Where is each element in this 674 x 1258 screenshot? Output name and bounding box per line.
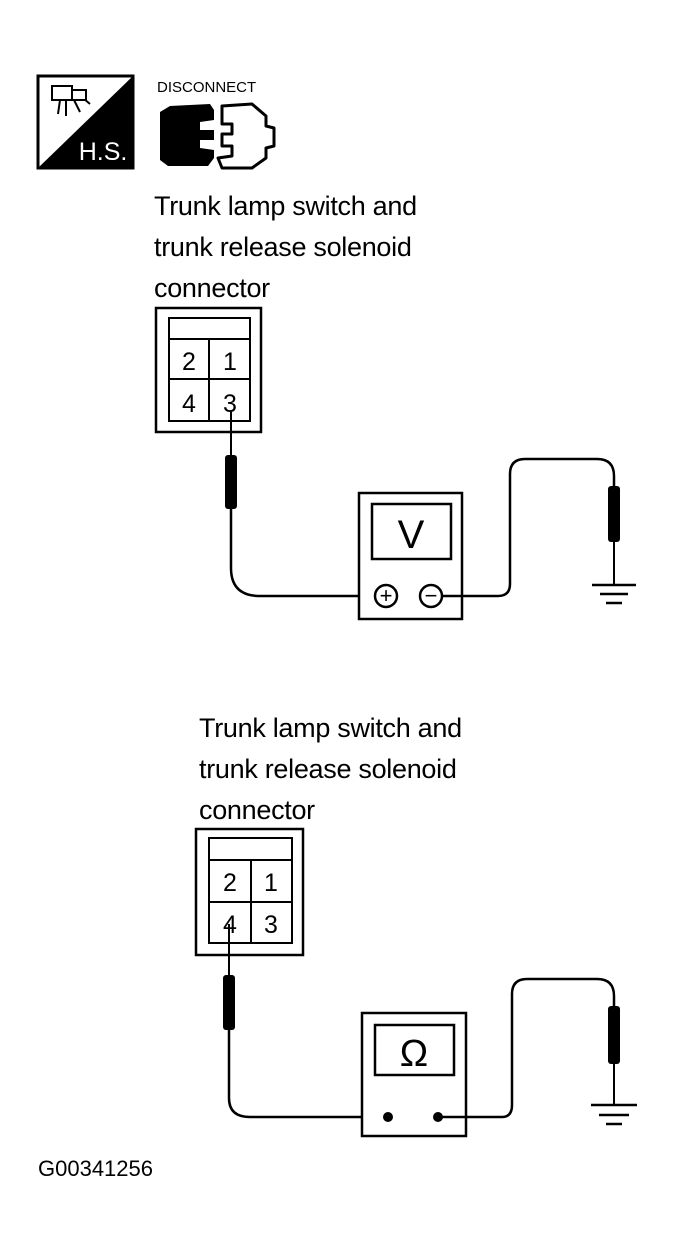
- hs-icon: H.S.: [36, 74, 135, 170]
- negative-terminal: −: [418, 583, 444, 609]
- ohmmeter-symbol: Ω: [400, 1033, 428, 1075]
- bottom-label-line-1: Trunk lamp switch and: [199, 713, 462, 743]
- ohmmeter: Ω: [360, 1011, 468, 1138]
- top-pin-1: 1: [223, 348, 237, 376]
- bottom-ground-symbol: [591, 1103, 637, 1126]
- disconnect-icon: DISCONNECT: [157, 79, 276, 170]
- top-label-line-1: Trunk lamp switch and: [154, 191, 417, 221]
- top-label-line-3: connector: [154, 273, 270, 303]
- top-negative-lead: [442, 457, 620, 598]
- voltmeter: V + −: [357, 491, 464, 621]
- bottom-probe: [223, 924, 386, 1119]
- bottom-pin-4: 4: [223, 911, 237, 939]
- figure-code: G00341256: [38, 1156, 153, 1181]
- positive-terminal: +: [373, 583, 399, 609]
- top-connector-label: Trunk lamp switch and trunk release sole…: [154, 186, 417, 309]
- plus-sign: +: [380, 583, 393, 608]
- top-pin-4: 4: [182, 390, 196, 418]
- bottom-label-line-3: connector: [199, 795, 315, 825]
- bottom-pin-2: 2: [223, 869, 237, 897]
- top-pin-2: 2: [182, 348, 196, 376]
- bottom-ground-lead: [438, 977, 620, 1119]
- ohmmeter-terminal-left: [383, 1112, 393, 1122]
- voltmeter-symbol: V: [398, 513, 425, 557]
- bottom-connector: 2 1 4 3: [194, 827, 305, 957]
- top-pin-3: 3: [223, 390, 237, 418]
- hs-label: H.S.: [79, 138, 128, 166]
- bottom-connector-label: Trunk lamp switch and trunk release sole…: [199, 708, 462, 831]
- minus-sign: −: [425, 583, 438, 608]
- top-ground-symbol: [592, 583, 636, 605]
- bottom-label-line-2: trunk release solenoid: [199, 754, 457, 784]
- top-positive-probe: [225, 412, 373, 598]
- hand-tool-icon: [51, 85, 91, 116]
- bottom-pin-1: 1: [264, 869, 278, 897]
- top-connector: 2 1 4 3: [154, 306, 263, 434]
- bottom-pin-3: 3: [264, 911, 278, 939]
- top-label-line-2: trunk release solenoid: [154, 232, 412, 262]
- disconnect-label: DISCONNECT: [157, 79, 256, 96]
